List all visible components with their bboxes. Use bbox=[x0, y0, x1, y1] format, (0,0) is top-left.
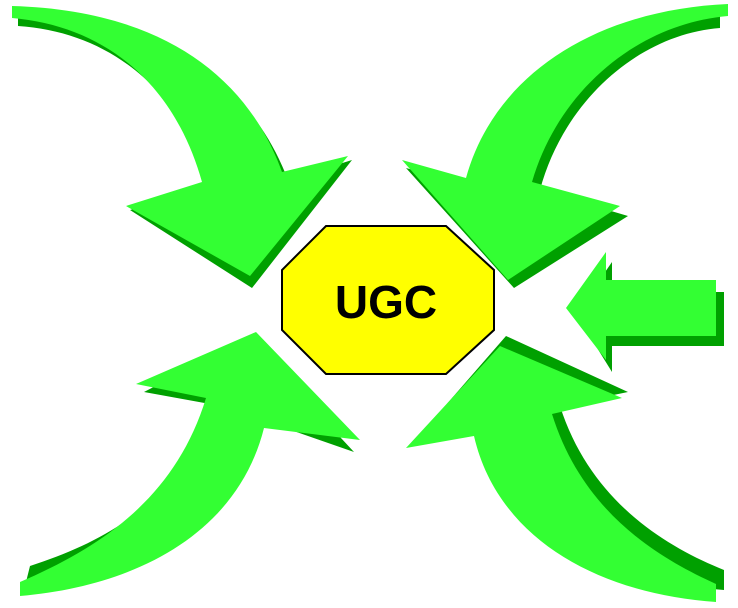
ugc-label: UGC bbox=[335, 276, 437, 328]
arrow-top-left bbox=[12, 6, 352, 288]
arrow-bottom-right-face bbox=[406, 346, 716, 602]
arrow-bottom-right bbox=[406, 336, 724, 602]
arrow-top-left-face bbox=[12, 6, 348, 276]
arrow-bottom-left bbox=[20, 332, 360, 596]
ugc-node: UGC bbox=[282, 226, 494, 374]
arrow-right bbox=[566, 252, 724, 372]
